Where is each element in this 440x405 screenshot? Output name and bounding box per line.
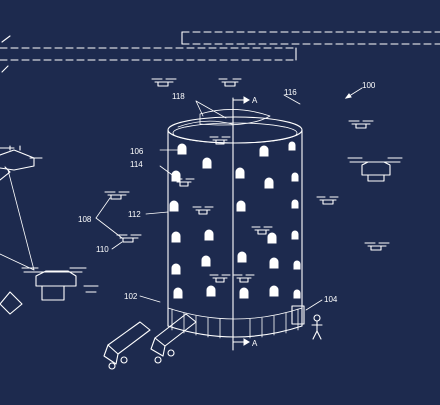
- leader-lines: [95, 87, 363, 311]
- roof-hatch-left: [177, 120, 233, 128]
- tower-roof-rim: [167, 116, 303, 144]
- section-label-bottom: A: [252, 339, 258, 348]
- ref-100: 100: [362, 81, 376, 90]
- ref-116: 116: [284, 88, 297, 97]
- tower-roof-inner-rim: [172, 122, 298, 144]
- ref-118: 118: [172, 92, 185, 101]
- section-label-top: A: [252, 96, 258, 105]
- large-drone-upper-left: [0, 145, 43, 181]
- ref-112: 112: [128, 210, 141, 219]
- ref-110: 110: [96, 245, 109, 254]
- section-line-a-a: [232, 96, 250, 351]
- delivery-trucks: [103, 313, 197, 370]
- ref-104: 104: [324, 295, 338, 304]
- tower-ground-floor-line: [167, 307, 303, 320]
- flight-path-lines: [0, 31, 440, 73]
- ref-102: 102: [124, 292, 138, 301]
- ref-108: 108: [78, 215, 92, 224]
- fulfillment-tower: [167, 109, 303, 339]
- tower-drone-bays: [169, 141, 301, 299]
- large-drone-lower-left: [0, 267, 99, 315]
- flying-drones: [104, 78, 403, 251]
- person-figure: [311, 314, 323, 340]
- tether-lines: [0, 169, 35, 271]
- docked-drones: [173, 136, 273, 283]
- ref-114: 114: [130, 160, 143, 169]
- roof-opening-shape: [199, 109, 271, 126]
- entry-door: [291, 305, 305, 325]
- ref-106: 106: [130, 147, 144, 156]
- tower-loading-doors: [171, 308, 299, 339]
- tower-base-edge: [167, 325, 303, 338]
